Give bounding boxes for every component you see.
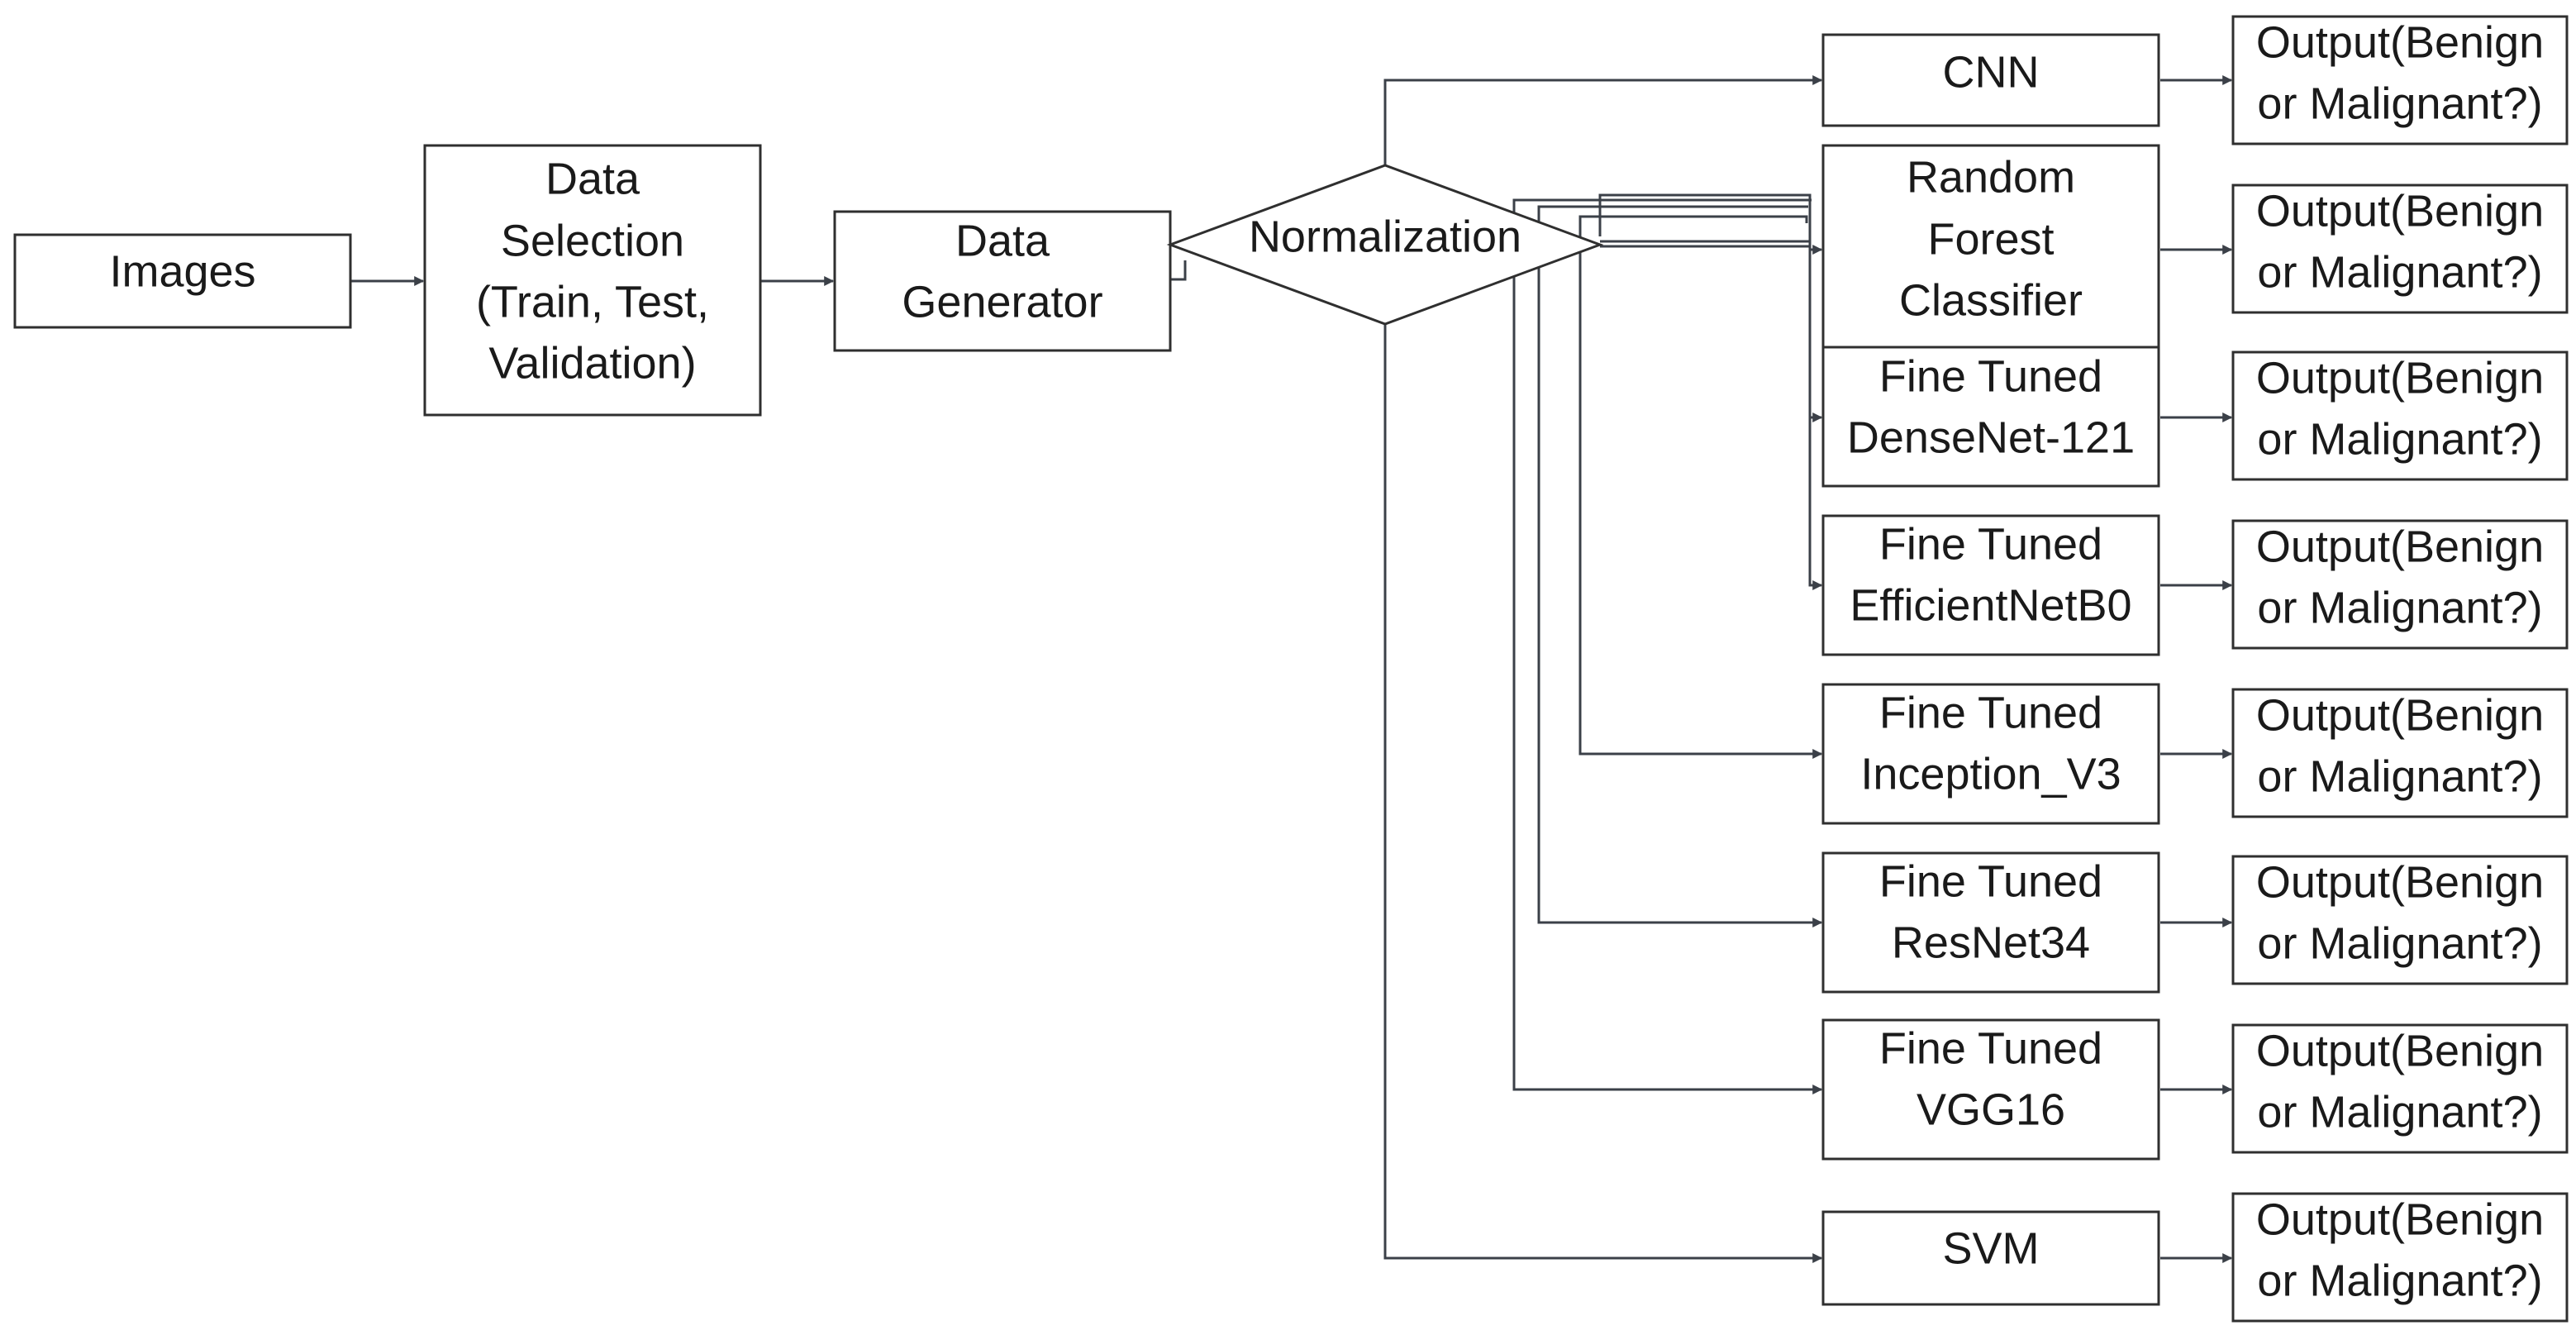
node-normalization-label: Normalization: [1249, 212, 1521, 261]
output-svm-line-1: Output(Benign: [2256, 1194, 2544, 1244]
output-vgg-line-2: or Malignant?): [2257, 1087, 2542, 1137]
node-normalization: Normalization: [1166, 164, 1604, 326]
node-efficientnet-line-2: EfficientNetB0: [1850, 580, 2131, 630]
node-data-generator: Data Generator: [833, 210, 1172, 352]
node-svm: SVM: [1821, 1210, 2160, 1306]
node-densenet: Fine Tuned DenseNet-121: [1821, 346, 2160, 488]
node-data-selection-line-4: Validation): [488, 338, 696, 388]
edge-norm-to-efficientnet: [1598, 193, 1823, 590]
output-densenet-line-1: Output(Benign: [2256, 353, 2544, 403]
output-random-forest-line-2: or Malignant?): [2257, 247, 2542, 297]
node-cnn: CNN: [1821, 33, 2160, 127]
output-svm: Output(Benign or Malignant?): [2231, 1192, 2569, 1323]
node-svm-label: SVM: [1942, 1223, 2039, 1273]
output-vgg: Output(Benign or Malignant?): [2231, 1023, 2569, 1154]
node-resnet: Fine Tuned ResNet34: [1821, 851, 2160, 994]
node-data-generator-line-1: Data: [955, 216, 1050, 265]
node-data-selection: Data Selection (Train, Test, Validation): [423, 144, 762, 417]
output-random-forest: Output(Benign or Malignant?): [2231, 184, 2569, 314]
node-random-forest-line-2: Forest: [1927, 214, 2054, 264]
node-inception-line-2: Inception_V3: [1860, 749, 2121, 799]
node-efficientnet-line-1: Fine Tuned: [1879, 519, 2102, 569]
edge-generator-loop: [1169, 256, 1187, 281]
node-random-forest: Random Forest Classifier: [1821, 144, 2160, 349]
node-resnet-line-1: Fine Tuned: [1879, 856, 2102, 906]
output-densenet-line-2: or Malignant?): [2257, 414, 2542, 464]
output-inception-line-2: or Malignant?): [2257, 751, 2542, 801]
edge-norm-to-inception: [1578, 215, 1821, 754]
node-efficientnet: Fine Tuned EfficientNetB0: [1821, 514, 2160, 656]
node-vgg-line-1: Fine Tuned: [1879, 1023, 2102, 1073]
output-vgg-line-1: Output(Benign: [2256, 1026, 2544, 1075]
output-cnn-line-1: Output(Benign: [2256, 17, 2544, 67]
output-inception: Output(Benign or Malignant?): [2231, 688, 2569, 818]
output-inception-line-1: Output(Benign: [2256, 690, 2544, 740]
output-efficientnet-line-1: Output(Benign: [2256, 522, 2544, 571]
node-images-label: Images: [109, 246, 255, 296]
node-random-forest-line-3: Classifier: [1899, 275, 2083, 325]
output-random-forest-line-1: Output(Benign: [2256, 186, 2544, 236]
node-inception: Fine Tuned Inception_V3: [1821, 683, 2160, 825]
edge-norm-to-svm: [1383, 324, 1823, 1263]
output-resnet: Output(Benign or Malignant?): [2231, 855, 2569, 985]
node-inception-line-1: Fine Tuned: [1879, 688, 2102, 737]
output-cnn-line-2: or Malignant?): [2257, 79, 2542, 128]
node-random-forest-line-1: Random: [1907, 152, 2075, 202]
edge-norm-to-vgg: [1512, 198, 1821, 1089]
output-svm-line-2: or Malignant?): [2257, 1256, 2542, 1305]
edge-norm-to-cnn: [1383, 75, 1823, 165]
node-densenet-line-1: Fine Tuned: [1879, 351, 2102, 401]
node-vgg-line-2: VGG16: [1917, 1085, 2065, 1134]
node-images: Images: [13, 233, 352, 329]
output-resnet-line-1: Output(Benign: [2256, 857, 2544, 907]
output-efficientnet-line-2: or Malignant?): [2257, 583, 2542, 632]
node-data-selection-line-1: Data: [545, 154, 640, 203]
edge-norm-to-random-forest: [1600, 245, 1823, 255]
node-densenet-line-2: DenseNet-121: [1847, 412, 2135, 462]
node-data-selection-line-3: (Train, Test,: [476, 277, 709, 327]
node-vgg: Fine Tuned VGG16: [1821, 1018, 2160, 1161]
output-densenet: Output(Benign or Malignant?): [2231, 350, 2569, 481]
output-efficientnet: Output(Benign or Malignant?): [2231, 519, 2569, 650]
node-resnet-line-2: ResNet34: [1892, 918, 2090, 967]
edge-norm-to-densenet: [1600, 240, 1823, 422]
output-resnet-line-2: or Malignant?): [2257, 918, 2542, 968]
output-cnn: Output(Benign or Malignant?): [2231, 15, 2569, 145]
node-data-selection-line-2: Selection: [501, 216, 684, 265]
node-cnn-label: CNN: [1943, 47, 2040, 97]
node-data-generator-line-2: Generator: [902, 277, 1102, 327]
